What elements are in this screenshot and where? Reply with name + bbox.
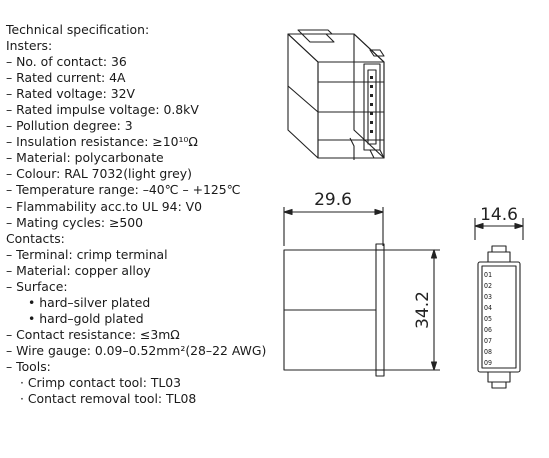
contact-row: O7 bbox=[484, 337, 492, 345]
dimension-depth-label: 14.6 bbox=[480, 205, 518, 225]
contact-material: – Material: copper alloy bbox=[6, 262, 151, 278]
contact-row: O3 bbox=[484, 293, 492, 301]
contact-row: O1 bbox=[484, 271, 492, 279]
front-view-contact-rows: O1 O2 O3 O4 O5 O6 O7 O8 O9 bbox=[484, 271, 492, 367]
tool-removal: · Contact removal tool: TL08 bbox=[20, 391, 197, 407]
contact-row: O5 bbox=[484, 315, 492, 323]
contact-row: O6 bbox=[484, 326, 492, 334]
spec-item-material: – Material: polycarbonate bbox=[6, 150, 164, 166]
contact-row: O4 bbox=[484, 304, 492, 312]
inserts-heading: Insters: bbox=[6, 38, 53, 54]
spec-item-flammability: – Flammability acc.to UL 94: V0 bbox=[6, 198, 203, 214]
contact-row: O9 bbox=[484, 359, 492, 367]
contacts-heading: Contacts: bbox=[6, 230, 65, 246]
contact-terminal: – Terminal: crimp terminal bbox=[6, 246, 168, 262]
spec-item-insulation-resistance: – Insulation resistance: ≥10¹⁰Ω bbox=[6, 134, 198, 150]
spec-item-colour: – Colour: RAL 7032(light grey) bbox=[6, 166, 192, 182]
spec-item-rated-current: – Rated current: 4A bbox=[6, 70, 126, 86]
spec-item-temperature-range: – Temperature range: –40℃ – +125℃ bbox=[6, 182, 241, 198]
surface-option-silver: • hard–silver plated bbox=[28, 294, 151, 310]
contact-row: O8 bbox=[484, 348, 492, 356]
tools-heading: – Tools: bbox=[6, 358, 51, 374]
dimension-height-label: 34.2 bbox=[413, 291, 433, 329]
dimension-width-label: 29.6 bbox=[314, 190, 352, 210]
spec-item-impulse-voltage: – Rated impulse voltage: 0.8kV bbox=[6, 102, 199, 118]
contact-resistance: – Contact resistance: ≤3mΩ bbox=[6, 326, 180, 342]
contact-pins-icon bbox=[370, 76, 373, 133]
surface-option-gold: • hard–gold plated bbox=[28, 310, 144, 326]
spec-title: Technical specification: bbox=[6, 22, 150, 37]
contact-surface: – Surface: bbox=[6, 278, 68, 294]
side-view bbox=[283, 207, 440, 377]
front-view bbox=[474, 218, 524, 389]
contact-row: O2 bbox=[484, 282, 492, 290]
spec-item-contacts-count: – No. of contact: 36 bbox=[6, 54, 127, 70]
spec-item-rated-voltage: – Rated voltage: 32V bbox=[6, 86, 136, 102]
technical-specification: Technical specification: Insters: – No. … bbox=[6, 22, 281, 407]
isometric-view bbox=[287, 29, 385, 160]
wire-gauge: – Wire gauge: 0.09–0.52mm²(28–22 AWG) bbox=[6, 342, 267, 358]
spec-item-mating-cycles: – Mating cycles: ≥500 bbox=[6, 214, 143, 230]
spec-item-pollution-degree: – Pollution degree: 3 bbox=[6, 118, 133, 134]
tool-crimp: · Crimp contact tool: TL03 bbox=[20, 375, 182, 391]
